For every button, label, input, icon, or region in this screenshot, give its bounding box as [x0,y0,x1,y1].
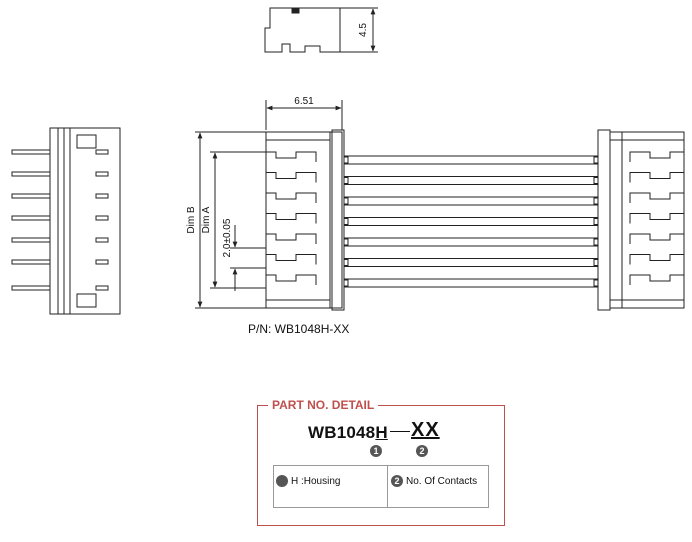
housing-code: H [375,423,388,442]
housing-tooth [266,151,317,162]
side-pin-tail [95,193,109,199]
part-detail-box [257,405,505,526]
side-pin [11,259,51,265]
housing-tooth [629,151,684,162]
height-dimension-label: 4.5 [358,23,369,37]
legend-table [273,465,489,508]
side-pin-tail [95,215,109,221]
side-pin [11,171,51,177]
cable-end [343,279,349,287]
cable-end [343,218,349,225]
side-pin-tail [95,285,109,291]
cable-end [593,156,599,164]
side-pin-tail [95,237,109,243]
side-pin [11,193,51,199]
legend-marker-2: 2 [391,475,403,487]
side-pin [11,285,51,291]
housing-tooth [266,192,317,203]
housing-tooth [629,233,684,244]
width-dimension-label: 6.51 [294,96,314,107]
legend-marker-1 [276,475,288,487]
marker-1-badge: 1 [370,445,382,457]
cable-end [593,259,599,266]
housing-tooth [266,274,317,285]
marker-2-badge: 2 [416,445,428,457]
top-view [264,7,378,53]
side-pin [11,215,51,221]
cable-end [593,279,599,287]
contacts-code: XX [411,419,440,441]
part-number-caption: P/N: WB1048H-XX [248,322,350,336]
cable-end [343,156,349,164]
cable-end [593,197,599,205]
housing-tooth [629,274,684,285]
housing-tooth [629,172,684,183]
part-detail-title: PART NO. DETAIL [268,398,379,412]
housing-tooth [266,254,317,265]
side-pin [11,149,51,155]
part-prefix: WB1048 [308,423,376,442]
cable-end [343,259,349,266]
housing-tooth [266,213,317,224]
dim-a-label: Dim A [201,206,212,233]
housing-tooth [266,233,317,244]
side-pin-tail [95,259,109,265]
housing-tooth [266,172,317,183]
side-view [11,127,121,315]
cable-end [343,238,349,246]
side-pin [11,237,51,243]
legend-contacts-text: No. Of Contacts [406,476,478,487]
cable-end [593,218,599,225]
pitch-dimension-label: 2.0±0.05 [222,218,233,257]
housing-tooth [629,213,684,224]
dim-b-label: Dim B [186,206,197,234]
cable-end [343,177,349,184]
legend-housing-text: H :Housing [291,476,341,487]
side-pin-tail [95,149,109,155]
cable-end [343,197,349,205]
code-separator [390,431,410,432]
cable-end [593,177,599,184]
legend-divider [387,465,388,508]
housing-tooth [629,192,684,203]
part-code: WB1048H [308,423,388,443]
cable-end [593,238,599,246]
housing-tooth [629,254,684,265]
side-pin-tail [95,171,109,177]
front-view [195,100,685,311]
